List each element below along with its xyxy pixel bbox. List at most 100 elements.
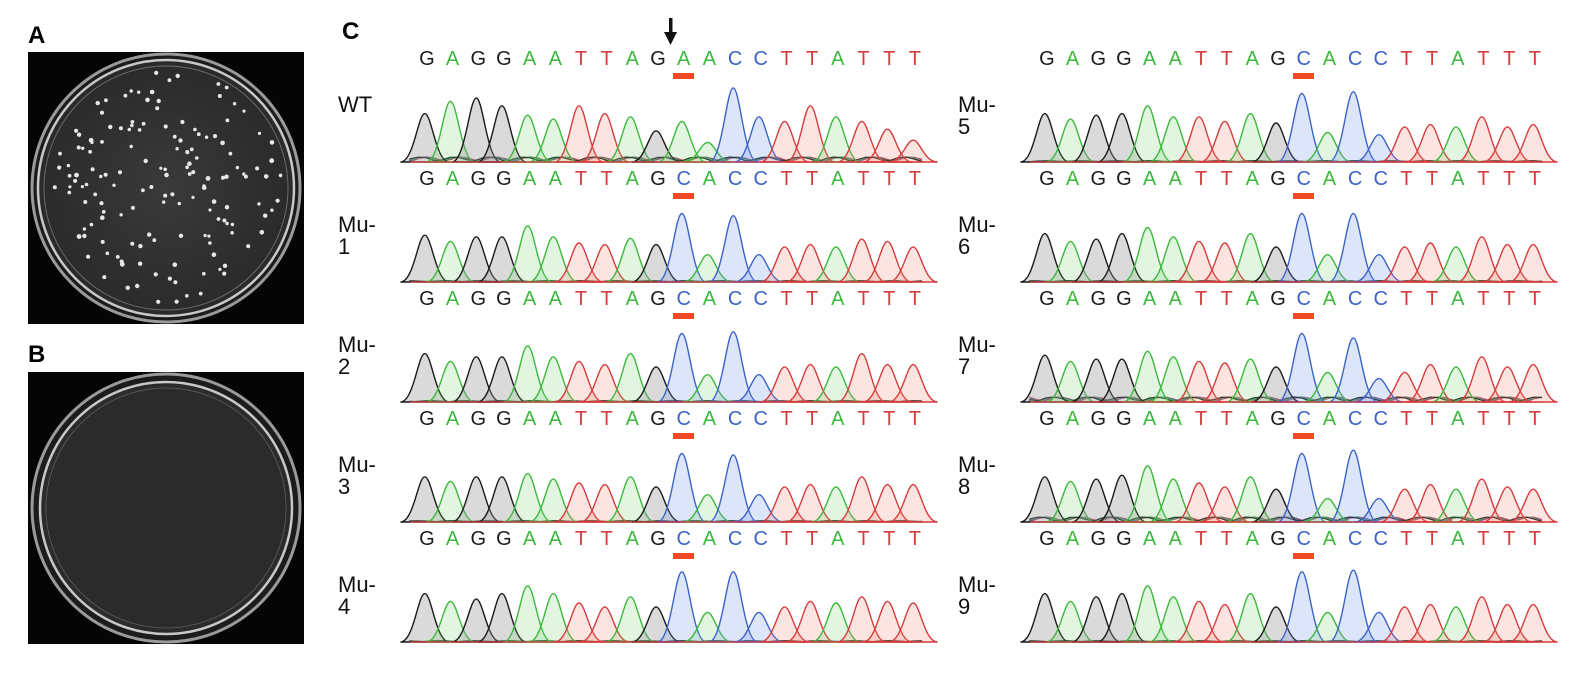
base-call: A <box>1168 48 1182 70</box>
base-call: A <box>1451 408 1465 430</box>
peak-A <box>682 253 733 283</box>
base-call: A <box>445 168 460 190</box>
peak-A <box>1431 606 1481 643</box>
peak-A <box>605 352 656 403</box>
mutation-site-marker <box>673 553 694 559</box>
sample-label: Mu-6 <box>958 212 996 259</box>
base-call: A <box>522 48 537 70</box>
base-call: T <box>1220 48 1233 70</box>
base-call: C <box>727 288 743 310</box>
base-call: G <box>496 168 512 190</box>
base-call: T <box>908 168 922 190</box>
base-call: T <box>1220 288 1233 310</box>
base-call: A <box>625 288 640 310</box>
base-call: T <box>1400 288 1413 310</box>
peak-G <box>1097 592 1147 643</box>
base-call: T <box>1194 408 1208 430</box>
peak-T <box>759 120 810 163</box>
peak-G <box>1097 112 1147 163</box>
peak-C <box>1328 337 1378 403</box>
base-call: C <box>727 48 743 70</box>
base-call: G <box>1270 288 1286 310</box>
base-call: G <box>470 48 486 70</box>
base-call: G <box>650 408 666 430</box>
base-call: A <box>1245 288 1260 310</box>
base-call: G <box>1039 168 1055 190</box>
base-call: G <box>1039 48 1055 70</box>
base-call: A <box>702 168 717 190</box>
base-call: C <box>727 168 743 190</box>
base-call: G <box>1116 408 1132 430</box>
peak-T <box>785 105 836 163</box>
base-call: A <box>1142 408 1157 430</box>
peak-G <box>631 486 681 523</box>
base-call: T <box>1503 408 1516 430</box>
base-call: T <box>1528 168 1542 190</box>
base-call: A <box>1322 408 1337 430</box>
peak-A <box>1302 371 1353 403</box>
base-call: C <box>1347 288 1363 310</box>
base-call: A <box>445 528 460 550</box>
base-call: C <box>1373 288 1388 310</box>
base-call: T <box>1503 168 1516 190</box>
peak-A <box>1431 488 1481 523</box>
peak-A <box>1225 476 1276 523</box>
base-call: C <box>676 288 691 310</box>
base-call: A <box>1142 48 1157 70</box>
peak-T <box>1508 603 1558 643</box>
base-call: C <box>727 528 743 550</box>
base-call: T <box>883 408 896 430</box>
sample-label: Mu-5 <box>958 92 996 139</box>
base-call: C <box>753 288 768 310</box>
base-call: C <box>1347 48 1363 70</box>
base-call: A <box>1168 168 1182 190</box>
base-call: G <box>470 288 486 310</box>
base-call: G <box>1116 528 1132 550</box>
sample-label: Mu-4 <box>338 572 376 619</box>
base-call: A <box>1142 528 1157 550</box>
base-call: A <box>1451 48 1465 70</box>
base-call: T <box>883 288 896 310</box>
base-call: C <box>1373 168 1388 190</box>
base-call: T <box>883 528 896 550</box>
base-call: A <box>522 408 537 430</box>
base-call: A <box>702 288 717 310</box>
peak-A <box>605 476 656 523</box>
base-call: A <box>1168 528 1182 550</box>
peak-G <box>631 243 681 283</box>
base-call: A <box>702 528 717 550</box>
base-call: C <box>676 408 691 430</box>
panel-label-b: B <box>28 341 46 368</box>
panel-label-a: A <box>28 22 46 49</box>
base-call: T <box>1528 408 1542 430</box>
base-call: G <box>419 288 435 310</box>
base-call: A <box>702 408 717 430</box>
peak-A <box>811 602 861 643</box>
petri-dish-with-colonies <box>30 52 302 324</box>
peak-A <box>1225 592 1276 643</box>
peak-A <box>811 246 861 283</box>
peak-G <box>1251 606 1301 643</box>
base-call: T <box>857 288 870 310</box>
base-call: C <box>753 408 768 430</box>
base-call: A <box>625 48 640 70</box>
base-call: C <box>1296 408 1311 430</box>
peak-C <box>708 87 758 163</box>
sample-label: Mu-2 <box>338 332 376 379</box>
down-arrow-icon <box>664 18 677 45</box>
base-call: T <box>600 48 613 70</box>
base-call: A <box>548 288 562 310</box>
peak-G <box>1097 232 1147 283</box>
base-call: A <box>522 528 537 550</box>
peak-A <box>425 240 476 283</box>
base-call: T <box>780 288 793 310</box>
mutation-site-marker <box>673 193 694 199</box>
peak-C <box>1354 133 1404 163</box>
base-call: A <box>1065 288 1080 310</box>
peak-C <box>1277 92 1327 163</box>
mutation-site-marker <box>673 73 694 79</box>
base-call: G <box>1116 48 1132 70</box>
base-call: A <box>1451 528 1465 550</box>
